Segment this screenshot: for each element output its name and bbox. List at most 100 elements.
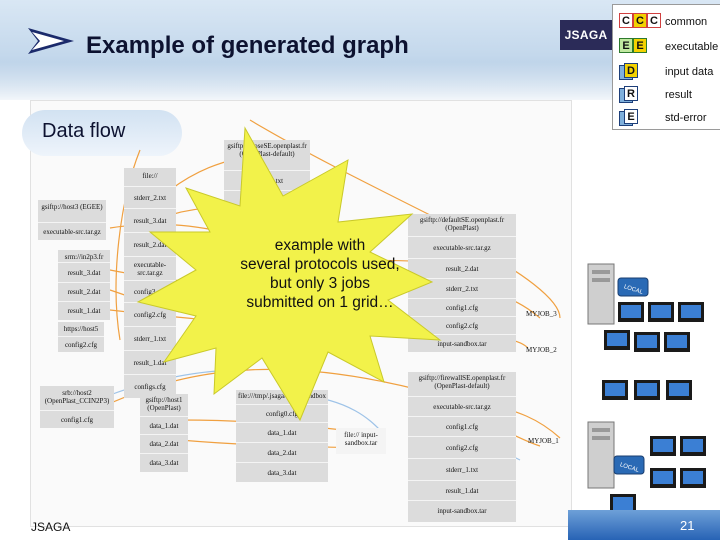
node-row: executable-src.tar.gz: [38, 222, 106, 241]
node-row: executable-src.tar.gz: [124, 256, 176, 281]
node-row: result_1.dat: [58, 301, 110, 321]
server-label: LOCAL: [623, 284, 644, 296]
grid-cluster-icon: LOCAL: [587, 380, 706, 514]
page-title: Example of generated graph: [86, 32, 409, 59]
node-row: config2.cfg: [408, 436, 516, 459]
brand-badge: JSAGA: [560, 20, 612, 50]
node-row: stderr_2.txt: [408, 278, 516, 299]
node-close-se: gsiftp://closeSE.openplast.fr (OpenPlast…: [224, 140, 310, 220]
callout-line: example with: [274, 237, 366, 254]
node-header: srm://in2p3.fr: [64, 253, 104, 261]
node-header: srb://host2 (OpenPlast_CCIN2P3): [44, 389, 110, 406]
input-data-icon: D: [619, 63, 659, 83]
node-header: gsiftp://closeSE.openplast.fr (OpenPlast…: [227, 142, 307, 159]
footer-brand: JSAGA: [31, 520, 71, 534]
legend-label: executable: [665, 41, 719, 53]
node-row: config1.cfg: [40, 410, 114, 429]
node-row: stderr_1.txt: [408, 458, 516, 481]
legend-box: C: [647, 13, 661, 28]
node-header: gsiftp://defaultSE.openplast.fr (OpenPla…: [419, 216, 505, 233]
node-row: input-sandbox.tar: [408, 334, 516, 353]
legend-item-common: C C C common: [613, 13, 720, 33]
node-row: config0.cfg: [236, 404, 328, 423]
node-row: data_2.dat: [236, 442, 328, 463]
node-row: data_1.dat: [140, 416, 188, 435]
node-row: result_1.dat: [124, 350, 176, 375]
node-row: stderr_2.txt: [124, 186, 176, 209]
node-header: gsiftp://host1 (OpenPlast): [145, 396, 183, 413]
legend: C C C common E E executable D input data…: [612, 4, 720, 130]
legend-label: result: [665, 89, 692, 101]
node-row: config2.cfg: [58, 336, 104, 353]
page-number: 21: [680, 518, 695, 533]
common-icon: C C C: [619, 13, 661, 33]
legend-box: R: [624, 86, 638, 101]
legend-box: E: [633, 38, 647, 53]
legend-item-executable: E E executable: [613, 38, 720, 58]
node-tmp-sandbox: file:///tmp/.jsaga/input-sandbox config0…: [236, 390, 328, 482]
node-host2: srb://host2 (OpenPlast_CCIN2P3) config1.…: [40, 386, 114, 428]
node-header: file:///tmp/.jsaga/input-sandbox: [237, 392, 327, 400]
server-label: LOCAL: [619, 462, 640, 474]
node-header: file://: [142, 172, 158, 180]
node-row: config1.cfg: [408, 416, 516, 437]
footer-band: [568, 510, 720, 540]
legend-item-result: R result: [613, 86, 720, 106]
node-row: data_3.dat: [236, 462, 328, 483]
grid-cluster-icon: LOCAL: [587, 263, 704, 352]
node-row: stderr_1.txt: [124, 326, 176, 351]
std-error-icon: E: [619, 109, 659, 129]
job-label: MYJOB_3: [526, 310, 557, 318]
node-host5: https://host5 config2.cfg: [58, 322, 104, 352]
legend-box: E: [619, 38, 633, 53]
node-header: https://host5: [63, 325, 99, 333]
legend-label: common: [665, 16, 708, 28]
node-header: gsiftp://host3 (EGEE): [41, 203, 103, 211]
legend-box: E: [624, 109, 638, 124]
callout-line: several protocols used,: [240, 256, 400, 273]
node-firewall-se: gsiftp://firewallSE.openplast.fr (OpenPl…: [408, 372, 516, 522]
node-row: data_2.dat: [140, 434, 188, 454]
node-row: result_3.dat: [124, 208, 176, 233]
node-row: result_3.dat: [58, 262, 110, 283]
node-row: result_1.dat: [408, 480, 516, 501]
node-row: executable-src.tar.gz: [408, 396, 516, 417]
legend-box: C: [633, 13, 647, 28]
node-row: config2.cfg: [124, 302, 176, 327]
node-host1: gsiftp://host1 (OpenPlast) data_1.dat da…: [140, 394, 188, 472]
node-file-top: file:// stderr_2.txt result_3.dat result…: [124, 168, 176, 398]
node-row: result_3.dat: [224, 190, 310, 215]
node-srm-in2p3: srm://in2p3.fr result_3.dat result_2.dat…: [58, 250, 110, 320]
node-header: gsiftp://firewallSE.openplast.fr (OpenPl…: [418, 374, 506, 391]
node-row: input-sandbox.tar: [408, 500, 516, 521]
executable-icon: E E: [619, 38, 659, 58]
header-swoosh: [0, 62, 720, 102]
slide-header: [0, 0, 720, 102]
node-host3: gsiftp://host3 (EGEE) executable-src.tar…: [38, 200, 106, 240]
section-label: Data flow: [42, 120, 126, 142]
node-row: result_2.dat: [124, 232, 176, 257]
node-row: stderr_3.txt: [224, 170, 310, 191]
node-row: data_1.dat: [236, 422, 328, 443]
node-input-sandbox: file:// input-sandbox.tar: [336, 428, 386, 454]
callout-line: but only 3 jobs: [270, 275, 370, 292]
node-row: config1.cfg: [408, 298, 516, 317]
legend-box: D: [624, 63, 638, 78]
node-row: result_2.dat: [58, 282, 110, 302]
node-header: file:// input-sandbox.tar: [344, 431, 378, 448]
node-row: executable-src.tar.gz: [408, 236, 516, 259]
legend-box: C: [619, 13, 633, 28]
callout-line: submitted on 1 grid…: [246, 294, 394, 311]
node-row: result_2.dat: [408, 258, 516, 279]
job-label: MYJOB_1: [528, 437, 559, 445]
legend-label: input data: [665, 66, 714, 78]
job-label: MYJOB_2: [526, 346, 557, 354]
arrow-logo-icon: [28, 28, 74, 54]
callout-text: example with several protocols used, but…: [200, 236, 440, 312]
legend-item-input-data: D input data: [613, 63, 720, 83]
node-row: config2.cfg: [408, 316, 516, 335]
legend-label: std-error: [665, 112, 707, 124]
result-icon: R: [619, 86, 659, 106]
legend-item-std-error: E std-error: [613, 109, 720, 129]
node-row: config3.cfg: [124, 280, 176, 303]
